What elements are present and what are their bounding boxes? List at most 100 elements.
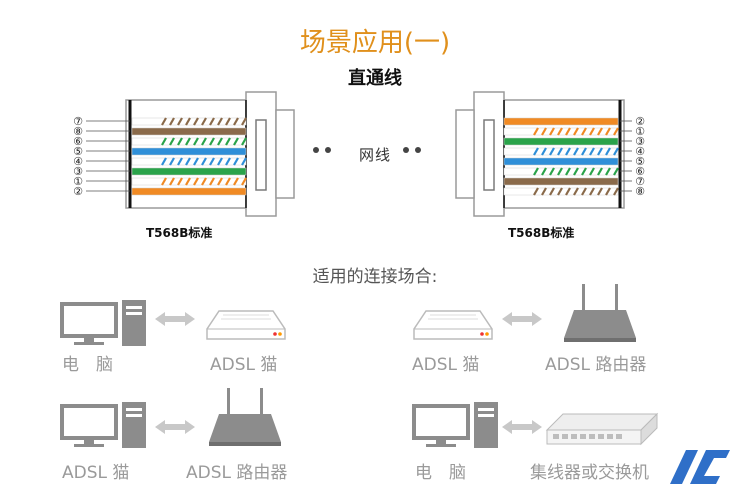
double-arrow-icon <box>155 312 195 326</box>
pin-number: ④ <box>73 155 83 168</box>
wire-stripe <box>597 147 603 156</box>
wire-stripe <box>193 177 199 186</box>
wire-stripe <box>549 187 555 196</box>
wire-stripe <box>613 127 619 136</box>
wire-stripe <box>209 117 215 126</box>
wire-stripe <box>573 187 579 196</box>
pin-number: ② <box>73 185 83 198</box>
wire-stripe <box>201 177 207 186</box>
wire-stripe <box>589 187 595 196</box>
wire-stripe <box>565 187 571 196</box>
pin-number: ⑦ <box>635 175 645 188</box>
wire-stripe <box>233 177 239 186</box>
scenario-3-left-label: ADSL 猫 <box>62 463 130 483</box>
scenario-2-right-label: ADSL 路由器 <box>545 355 647 375</box>
wire-stripe <box>541 127 547 136</box>
scenario-1-left-label: 电 脑 <box>62 355 113 375</box>
wire-stripe <box>241 137 247 146</box>
cable-label: 网线 <box>358 146 391 164</box>
wire <box>503 137 619 146</box>
wire-stripe <box>193 157 199 166</box>
wire-stripe <box>225 137 231 146</box>
wire-stripe <box>613 187 619 196</box>
wire-stripe <box>581 127 587 136</box>
adsl-router-icon <box>209 388 281 446</box>
wire <box>131 167 247 176</box>
network-switch-icon <box>545 412 659 446</box>
cable-dots-right <box>403 147 421 153</box>
pin-number: ② <box>635 115 645 128</box>
pin-number: ⑧ <box>635 185 645 198</box>
wire-stripe <box>193 137 199 146</box>
wire-stripe <box>169 137 175 146</box>
wire-stripe <box>193 117 199 126</box>
wire-stripe <box>177 117 183 126</box>
wire-stripe <box>201 157 207 166</box>
wire-stripe <box>241 157 247 166</box>
pin-number: ③ <box>635 135 645 148</box>
wire-stripe <box>185 117 191 126</box>
wire-stripe <box>557 167 563 176</box>
scenario-4-right-label: 集线器或交换机 <box>530 463 649 483</box>
computer-icon <box>60 300 146 346</box>
standard-label-left: T568B标准 <box>146 226 213 240</box>
wire <box>503 117 619 126</box>
wire-stripe <box>225 157 231 166</box>
wire-stripe <box>201 117 207 126</box>
wire-stripe <box>225 117 231 126</box>
logo-icon <box>670 450 730 484</box>
wire-stripe <box>185 137 191 146</box>
wire-stripe <box>573 147 579 156</box>
wire-stripe <box>241 117 247 126</box>
adsl-router-icon <box>564 284 636 342</box>
wire-stripe <box>565 127 571 136</box>
wire-stripe <box>161 157 167 166</box>
wire-stripe <box>613 147 619 156</box>
wire <box>131 127 247 136</box>
wire-stripe <box>589 127 595 136</box>
pin-number: ⑤ <box>635 155 645 168</box>
wire-stripe <box>209 137 215 146</box>
double-arrow-icon <box>155 420 195 434</box>
wire-stripe <box>241 177 247 186</box>
adsl-modem-icon <box>413 310 493 340</box>
double-arrow-icon <box>502 420 542 434</box>
wire-stripe <box>541 167 547 176</box>
wire-stripe <box>581 187 587 196</box>
wire-stripe <box>549 127 555 136</box>
wire-stripe <box>533 187 539 196</box>
wire-stripe <box>233 157 239 166</box>
wire-stripe <box>589 167 595 176</box>
wire-stripe <box>581 147 587 156</box>
adsl-modem-icon <box>206 310 286 340</box>
pin-number: ⑥ <box>73 135 83 148</box>
wire-stripe <box>177 157 183 166</box>
pin-number: ⑤ <box>73 145 83 158</box>
scenario-3-right-label: ADSL 路由器 <box>186 463 288 483</box>
wire <box>503 157 619 166</box>
computer-icon <box>412 402 498 448</box>
wire-stripe <box>549 147 555 156</box>
computer-icon <box>60 402 146 448</box>
wire-stripe <box>541 147 547 156</box>
page-title: 场景应用(一) <box>299 28 451 58</box>
pin-number: ⑥ <box>635 165 645 178</box>
wire-stripe <box>217 177 223 186</box>
wire-stripe <box>169 177 175 186</box>
wire-stripe <box>161 177 167 186</box>
wire-stripe <box>533 167 539 176</box>
wire-stripe <box>225 177 231 186</box>
scenarios-title: 适用的连接场合: <box>312 267 438 287</box>
wire-stripe <box>597 167 603 176</box>
wire-stripe <box>557 147 563 156</box>
wire-stripe <box>177 177 183 186</box>
wire-stripe <box>549 167 555 176</box>
wire-stripe <box>541 187 547 196</box>
wire-stripe <box>597 127 603 136</box>
wire-stripe <box>185 177 191 186</box>
pin-number: ④ <box>635 145 645 158</box>
wire-stripe <box>185 157 191 166</box>
wire-stripe <box>201 137 207 146</box>
